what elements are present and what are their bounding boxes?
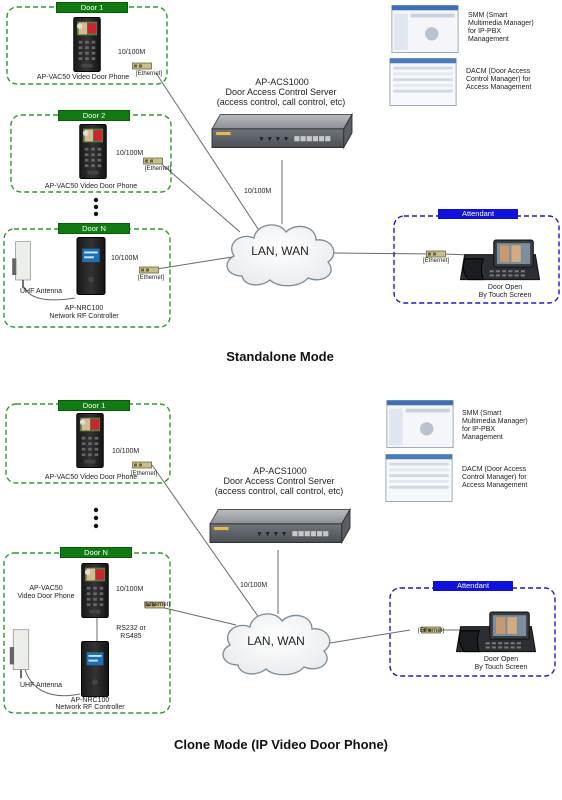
clone-doorn-device2: Video Door Phone [17,593,75,600]
door1-ethernet-label: [Ethernet] [136,71,163,77]
doorn-ethernet-label: [Ethernet] [138,275,165,281]
attendant-label: Attendant [438,209,518,219]
rf-controller-icon [76,237,106,295]
clone-attendant-label: Attendant [433,581,513,591]
clone-doorn-speed-label: 10/100M [116,586,144,593]
door2-speed-label: 10/100M [116,150,144,157]
clone-dacm-screen-icon [385,454,453,502]
dacm-line1: DACM (Door Access [466,68,531,75]
clone-doorn-ethernet-label: [Ethernet] [144,602,171,608]
clone-ellipsis-dots [93,507,99,529]
uhf-antenna-label: UHF Antenna [20,288,63,295]
clone-dacm-line3: Access Management [462,482,528,489]
attendant-ethernet-icon [425,250,447,258]
smm-line3: for IP-PBX [468,28,502,35]
rf-controller-label: AP-NRC100 [64,305,104,312]
standalone-title: Standalone Mode [226,349,334,364]
door2-label: Door 2 [58,110,130,121]
smm-line4: Management [468,36,509,43]
door1-speed-label: 10/100M [118,49,146,56]
door2-ethernet-icon [142,157,164,165]
clone-attendant-line2: By Touch Screen [474,664,528,671]
clone-door1-ethernet-label: [Ethernet] [131,471,158,477]
clone-dacm-line1: DACM (Door Access [462,466,527,473]
clone-server-desc2: (access control, call control, etc) [214,486,344,496]
server-icon [211,113,353,149]
door1-ethernet-icon [131,62,153,70]
clone-server-speed-label: 10/100M [240,582,268,589]
smm-line2: Multimedia Manager) [468,20,534,27]
clone-smm-line1: SMM (Smart [462,410,502,417]
clone-doorn-label: Door N [60,547,132,558]
clone-server-desc: Door Access Control Server [223,476,335,486]
dacm-line2: Control Manager) for [466,76,531,83]
clone-doorn-device1: AP-VAC50 [29,585,63,592]
door1-device-label: AP-VAC50 Video Door Phone [36,74,130,81]
uhf-antenna-icon [11,240,32,290]
clone-smm-line3: for IP-PBX [462,426,496,433]
clone-doorn-link2: RS485 [120,633,142,640]
server-desc2: (access control, call control, etc) [216,97,346,107]
rf-controller-sub-label: Network RF Controller [49,313,119,320]
attendant-line1: Door Open [487,284,523,291]
doorn-ethernet-icon [138,266,160,274]
door2-device-label: AP-VAC50 Video Door Phone [44,183,138,190]
clone-door1-label: Door 1 [58,400,130,411]
video-phone-icon [459,239,541,281]
clone-doorn-phone-icon [81,563,109,618]
clone-rf-controller-sub-label: Network RF Controller [55,704,125,711]
doorn-speed-label: 10/100M [111,255,139,262]
clone-server-name: AP-ACS1000 [253,466,307,476]
ellipsis-dots [93,197,99,217]
server-speed-label: 10/100M [244,188,272,195]
clone-title: Clone Mode (IP Video Door Phone) [173,737,389,752]
clone-smm-line4: Management [462,434,503,441]
door2-ethernet-label: [Ethernet] [145,166,172,172]
clone-door1-speed-label: 10/100M [112,448,140,455]
network-label: LAN, WAN [251,244,309,258]
clone-attendant-ethernet-label: [Ethernet] [418,628,445,634]
clone-door1-ethernet-icon [131,461,153,469]
clone-rf-controller-icon [80,641,110,697]
dacm-line3: Access Management [466,84,532,91]
clone-server-icon [209,508,351,544]
clone-door1-device-label: AP-VAC50 Video Door Phone [44,474,138,481]
door1-phone-icon [73,17,101,72]
clone-attendant-line1: Door Open [483,656,519,663]
server-name: AP-ACS1000 [255,77,309,87]
door2-phone-icon [79,124,107,179]
clone-dacm-line2: Control Manager) for [462,474,527,481]
smm-line1: SMM (Smart [468,12,508,19]
dacm-screen-icon [389,58,457,106]
clone-uhf-antenna-label: UHF Antenna [20,682,63,689]
attendant-line2: By Touch Screen [478,292,532,299]
clone-smm-line2: Multimedia Manager) [462,418,528,425]
door1-frame [6,6,168,85]
door2-frame [10,114,172,193]
clone-door1-phone-icon [76,413,104,468]
clone-doorn-link1: RS232 or [116,625,146,632]
door1-label: Door 1 [56,2,128,13]
doorn-label: Door N [58,223,130,234]
clone-video-phone-icon [455,611,537,653]
smm-screen-icon [391,5,459,53]
attendant-ethernet-label: [Ethernet] [423,258,450,264]
clone-smm-screen-icon [386,400,454,448]
clone-rf-controller-label: AP-NRC100 [70,697,110,704]
clone-network-label: LAN, WAN [247,634,305,648]
server-desc: Door Access Control Server [225,87,337,97]
